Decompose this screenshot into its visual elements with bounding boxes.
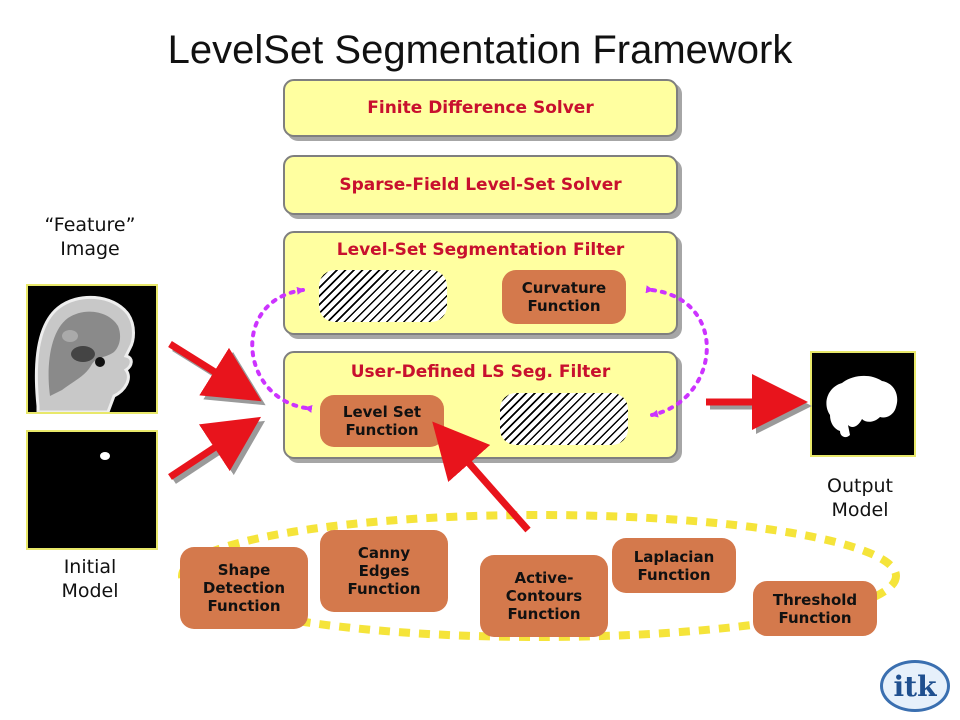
initial-model-label: Initial Model (61, 556, 119, 602)
itk-logo: itk (880, 660, 950, 712)
segmentation-filter-label: Level-Set Segmentation Filter (336, 240, 625, 260)
dotted-arrow-left (250, 286, 313, 413)
sparse-field-solver-box: Sparse-Field Level-Set Solver (283, 155, 678, 215)
arrow-filter-to-output (706, 374, 812, 434)
level-set-function: Level Set Function (320, 395, 444, 447)
laplacian-function: Laplacian Function (612, 538, 736, 593)
output-model-label: Output Model (827, 475, 893, 521)
segmented-brain-shape (826, 375, 898, 438)
shape-detection-function: Shape Detection Function (180, 547, 308, 629)
itk-logo-text: itk (893, 669, 937, 703)
arrow-initial-to-filter (168, 416, 266, 484)
hatched-slot-right (500, 393, 628, 445)
active-contours-function: Active- Contours Function (480, 555, 608, 637)
arrow-active-contours-to-level-set (432, 421, 531, 533)
mri-head-image (34, 295, 135, 414)
finite-difference-solver-box: Finite Difference Solver (283, 79, 678, 137)
page-title: LevelSet Segmentation Framework (167, 28, 793, 72)
curvature-function: Curvature Function (502, 270, 626, 324)
arrow-feature-to-filter (168, 341, 266, 406)
sparse-field-solver-label: Sparse-Field Level-Set Solver (339, 175, 622, 195)
seed-dot (100, 452, 110, 460)
hatched-slot-left (319, 270, 447, 322)
user-defined-filter-label: User-Defined LS Seg. Filter (350, 362, 611, 382)
canny-edges-function: Canny Edges Function (320, 530, 448, 612)
initial-model-image (26, 430, 158, 550)
dotted-arrow-right (645, 285, 709, 418)
feature-image-label: “Feature” Image (44, 214, 136, 260)
feature-image (26, 284, 158, 414)
finite-difference-solver-label: Finite Difference Solver (367, 98, 594, 118)
output-model-image (810, 351, 916, 457)
threshold-function: Threshold Function (753, 581, 877, 636)
